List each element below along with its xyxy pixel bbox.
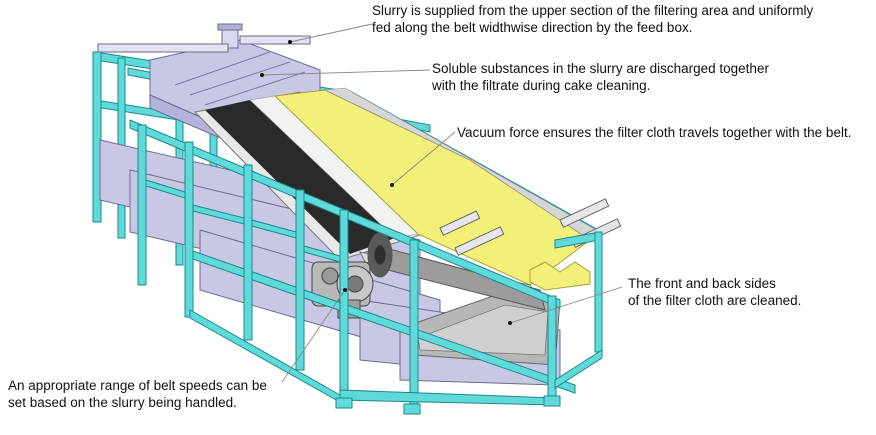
callout-soluble-line2: with the filtrate during cake cleaning. xyxy=(432,78,651,93)
callout-soluble: Soluble substances in the slurry are dis… xyxy=(432,60,769,94)
leader-feed xyxy=(289,23,373,43)
leader-soluble xyxy=(261,69,431,76)
callout-speed-line1: An appropriate range of belt speeds can … xyxy=(8,378,267,393)
callout-belt-speed: An appropriate range of belt speeds can … xyxy=(8,377,267,411)
callout-vacuum-line1: Vacuum force ensures the filter cloth tr… xyxy=(457,125,852,140)
leader-cleaning xyxy=(509,286,623,324)
callout-vacuum: Vacuum force ensures the filter cloth tr… xyxy=(457,124,851,141)
callout-feed-line1: Slurry is supplied from the upper sectio… xyxy=(372,3,814,18)
leader-lines xyxy=(261,23,623,383)
leader-speed xyxy=(281,289,346,383)
callout-speed-line2: set based on the slurry being handled. xyxy=(8,395,237,410)
leader-dots xyxy=(260,40,512,325)
frame-front xyxy=(129,119,603,415)
leader-vacuum xyxy=(391,131,456,186)
callout-cleaning-line2: of the filter cloth are cleaned. xyxy=(628,293,802,308)
callout-cloth-cleaning: The front and back sides of the filter c… xyxy=(628,275,801,309)
callout-cleaning-line1: The front and back sides xyxy=(628,276,776,291)
callout-feed-box: Slurry is supplied from the upper sectio… xyxy=(372,2,813,36)
callout-feed-line2: fed along the belt widthwise direction b… xyxy=(372,20,693,35)
callout-soluble-line1: Soluble substances in the slurry are dis… xyxy=(432,61,769,76)
